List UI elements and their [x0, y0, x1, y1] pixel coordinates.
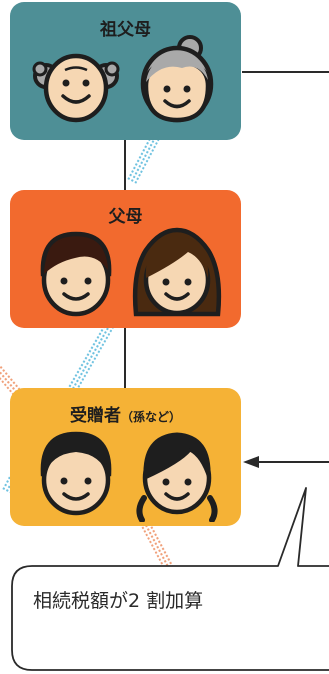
mother-icon — [132, 227, 222, 317]
grandson-icon — [40, 431, 112, 516]
connector-parents-recipient — [124, 328, 126, 388]
parents-label: 父母 — [108, 207, 143, 227]
grandmother-icon — [140, 35, 214, 123]
connector-arrow-shaft — [256, 461, 329, 463]
recipient-label-sub: （孫など） — [120, 410, 181, 424]
grandparents-card: 祖父母 — [10, 2, 241, 140]
parents-card: 父母 — [10, 190, 241, 328]
grandparents-label: 祖父母 — [100, 20, 151, 40]
callout-text: 相続税額が2 割加算 — [33, 590, 204, 612]
arrow-head-icon — [243, 456, 259, 468]
recipient-label: 受贈者（孫など） — [10, 401, 241, 426]
connector-grandparents-parents — [124, 140, 126, 190]
father-icon — [40, 231, 112, 317]
connector-grandparents-right — [242, 71, 329, 73]
callout-bubble — [11, 487, 329, 671]
recipient-card: 受贈者（孫など） — [10, 388, 241, 526]
grandfather-icon — [32, 53, 120, 123]
granddaughter-icon — [136, 432, 218, 522]
recipient-label-main: 受贈者 — [69, 406, 121, 426]
